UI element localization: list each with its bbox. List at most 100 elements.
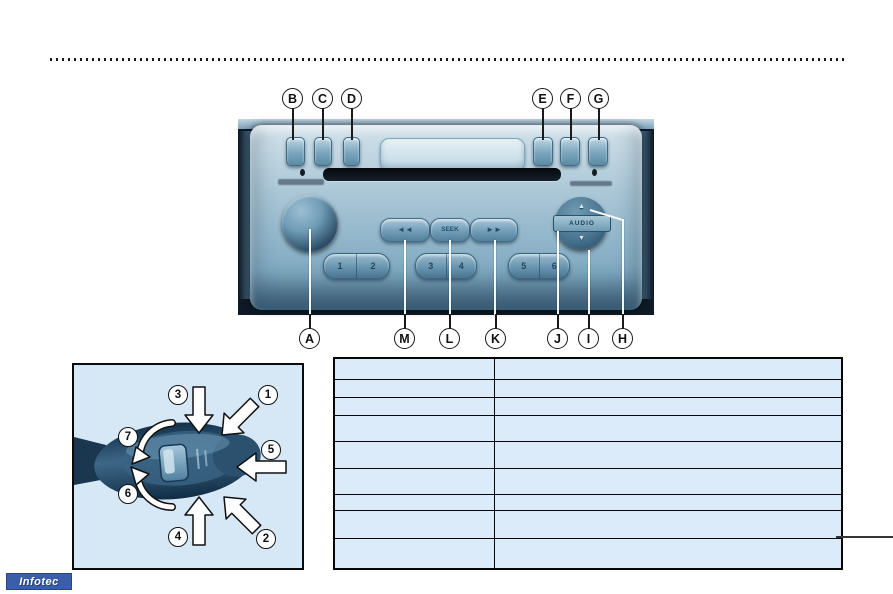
radio-button-f (560, 137, 580, 166)
callout-line-i (588, 250, 590, 315)
table-cell (333, 378, 495, 398)
callout-label-h: H (612, 328, 633, 349)
callout-label-a: A (299, 328, 320, 349)
audio-up-icon: ▲ (578, 203, 585, 210)
radio-button-c (314, 137, 332, 166)
rewind-button: ◄◄ (380, 218, 430, 242)
callout-stub-k (495, 314, 497, 329)
preset-6: 6 (551, 261, 557, 271)
table-cell (333, 357, 495, 380)
callout-stub-a (309, 314, 311, 329)
preset-pill-3-4: 3 4 (415, 253, 477, 279)
callout-label-i: I (578, 328, 599, 349)
preset-pill-5-6: 5 6 (508, 253, 570, 279)
table-cell (333, 509, 495, 539)
callout-line-g (598, 108, 600, 140)
callout-line-c (322, 108, 324, 140)
cassette-slot (323, 168, 561, 181)
callout-stub-m (404, 314, 406, 329)
table-row (333, 378, 843, 398)
cassette-door (380, 138, 525, 171)
callout-label-c: C (312, 88, 333, 109)
table-cell (333, 537, 495, 570)
infotec-logo: Infotec (6, 573, 72, 590)
table-cell (494, 357, 843, 380)
console-bezel-left (238, 131, 251, 299)
callout-line-l (449, 240, 451, 315)
console-top-band (238, 119, 654, 129)
table-cell (494, 537, 843, 570)
stalk-callout-4: 4 (168, 527, 188, 547)
stray-rule (836, 536, 893, 538)
table-cell (333, 440, 495, 469)
callout-label-j: J (547, 328, 568, 349)
rewind-icon: ◄◄ (397, 225, 413, 234)
seek-button: SEEK (430, 218, 470, 242)
indicator-dot-right (592, 169, 597, 176)
preset-pill-1-2: 1 2 (323, 253, 390, 279)
callout-label-g: G (588, 88, 609, 109)
reference-table (333, 357, 843, 570)
callout-label-e: E (532, 88, 553, 109)
faceplate-inscription-right (570, 181, 612, 186)
stalk-callout-3: 3 (168, 385, 188, 405)
stalk-callout-7: 7 (118, 427, 138, 447)
callout-line-a (309, 229, 311, 315)
radio-button-e (533, 137, 553, 166)
console-bezel-right (641, 131, 654, 299)
callout-stub-i (588, 314, 590, 329)
table-row (333, 493, 843, 511)
stalk-callout-2: 2 (256, 529, 276, 549)
callout-line-d (351, 108, 353, 140)
stalk-callout-1: 1 (258, 385, 278, 405)
callout-label-m: M (394, 328, 415, 349)
preset-5: 5 (509, 254, 540, 278)
table-cell (494, 396, 843, 416)
table-cell (494, 414, 843, 442)
table-cell (333, 467, 495, 495)
radio-button-g (588, 137, 608, 166)
radio-button-b (286, 137, 305, 166)
callout-label-f: F (560, 88, 581, 109)
callout-stub-j (557, 314, 559, 329)
stalk-figure: 1 2 3 4 5 6 7 (72, 363, 304, 570)
callout-line-e (542, 108, 544, 140)
radio-photo: ◄◄ SEEK ►► ▲ AUDIO ▼ 1 2 3 4 5 6 (238, 119, 654, 315)
callout-stub-h (622, 314, 624, 329)
table-row (333, 396, 843, 416)
callout-line-m (404, 240, 406, 315)
table-cell (494, 440, 843, 469)
preset-4: 4 (458, 261, 464, 271)
callout-line-f (570, 108, 572, 140)
preset-3: 3 (416, 254, 447, 278)
table-row (333, 467, 843, 495)
dotted-divider (50, 58, 845, 61)
radio-button-d (343, 137, 360, 166)
callout-line-b (292, 108, 294, 140)
callout-line-k (494, 240, 496, 315)
table-row (333, 509, 843, 539)
stalk-callout-5: 5 (261, 440, 281, 460)
callout-line-j (557, 231, 559, 315)
faceplate-inscription-left (278, 179, 324, 185)
callout-label-b: B (282, 88, 303, 109)
callout-label-k: K (485, 328, 506, 349)
table-cell (494, 493, 843, 511)
seek-label: SEEK (441, 226, 459, 233)
table-cell (333, 414, 495, 442)
audio-band: AUDIO (553, 215, 611, 232)
callout-stub-l (449, 314, 451, 329)
audio-down-icon: ▼ (578, 235, 585, 242)
table-row (333, 537, 843, 570)
indicator-dot-left (300, 169, 305, 176)
table-row (333, 440, 843, 469)
fast-forward-icon: ►► (486, 225, 502, 234)
table-cell (494, 509, 843, 539)
table-row (333, 414, 843, 442)
table-cell (494, 378, 843, 398)
table-cell (494, 467, 843, 495)
preset-2: 2 (370, 261, 376, 271)
callout-label-l: L (439, 328, 460, 349)
fast-forward-button: ►► (470, 218, 518, 242)
